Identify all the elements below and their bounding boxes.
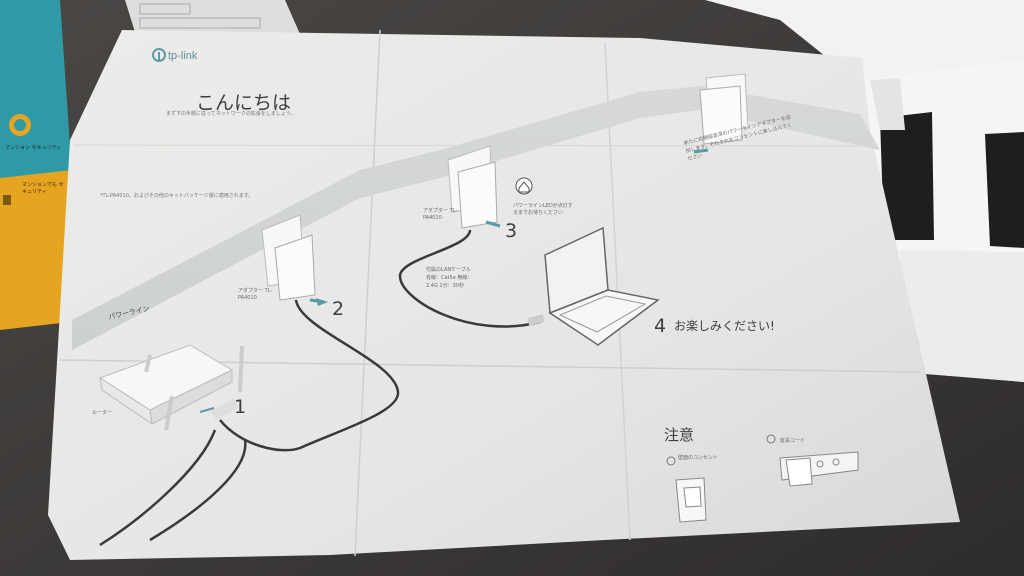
- house-warning-icon: [515, 177, 533, 195]
- step-2-number: 2: [332, 298, 345, 320]
- router-label: ルーター: [92, 410, 113, 416]
- powerline-adapter-icon: [447, 145, 498, 229]
- cable-note: 付属のLANケーブル 有線：Cat5e 無線：2.4G 1分：30秒: [426, 267, 473, 289]
- page-title: こんにちは: [196, 92, 292, 114]
- tp-link-logo-icon: [152, 48, 166, 62]
- adapter2-label: アダプター TL-PA4010: [423, 208, 458, 221]
- step-4-text: お楽しみください!: [674, 319, 775, 333]
- lan-cable-icon: [99, 229, 541, 547]
- no-icon: [666, 456, 676, 466]
- outlet-label: 壁面のコンセント: [678, 455, 719, 461]
- ok-icon: [766, 434, 776, 444]
- powerline-warning: パワーラインLEDが点灯するまでお待ちください: [513, 203, 573, 216]
- brand-name: tp-link: [168, 50, 198, 62]
- outlet-icon: [675, 477, 707, 523]
- step-1-number: 1: [234, 396, 247, 418]
- router-icon: [98, 344, 244, 431]
- sub-heading: まず下の手順に従ってネットワークの拡張をしましょう。: [166, 111, 296, 117]
- box-text-2: マンションでも セキュリティ: [22, 182, 64, 195]
- step-3-number: 3: [505, 220, 518, 242]
- powerline-adapter-icon: [261, 214, 316, 301]
- box-text-1: マンション セキュリティ: [5, 145, 62, 151]
- adapter1-label: アダプター TL-PA4010: [238, 288, 273, 301]
- powerline-band: [72, 86, 880, 350]
- product-box: [0, 0, 72, 330]
- extension-label: 延長コード: [780, 438, 806, 444]
- step-4-number: 4: [654, 315, 667, 337]
- laptop-icon: [544, 226, 660, 346]
- extension-strip-icon: [779, 451, 859, 487]
- model-note: *TL-PA4010、およびその他のキットパッケージ版に適用されます。: [100, 193, 254, 199]
- notice-title: 注意: [664, 426, 695, 444]
- powerline-adapter-icon: [699, 73, 749, 145]
- top-paper: [125, 0, 300, 34]
- leaflet-paper: [48, 30, 960, 560]
